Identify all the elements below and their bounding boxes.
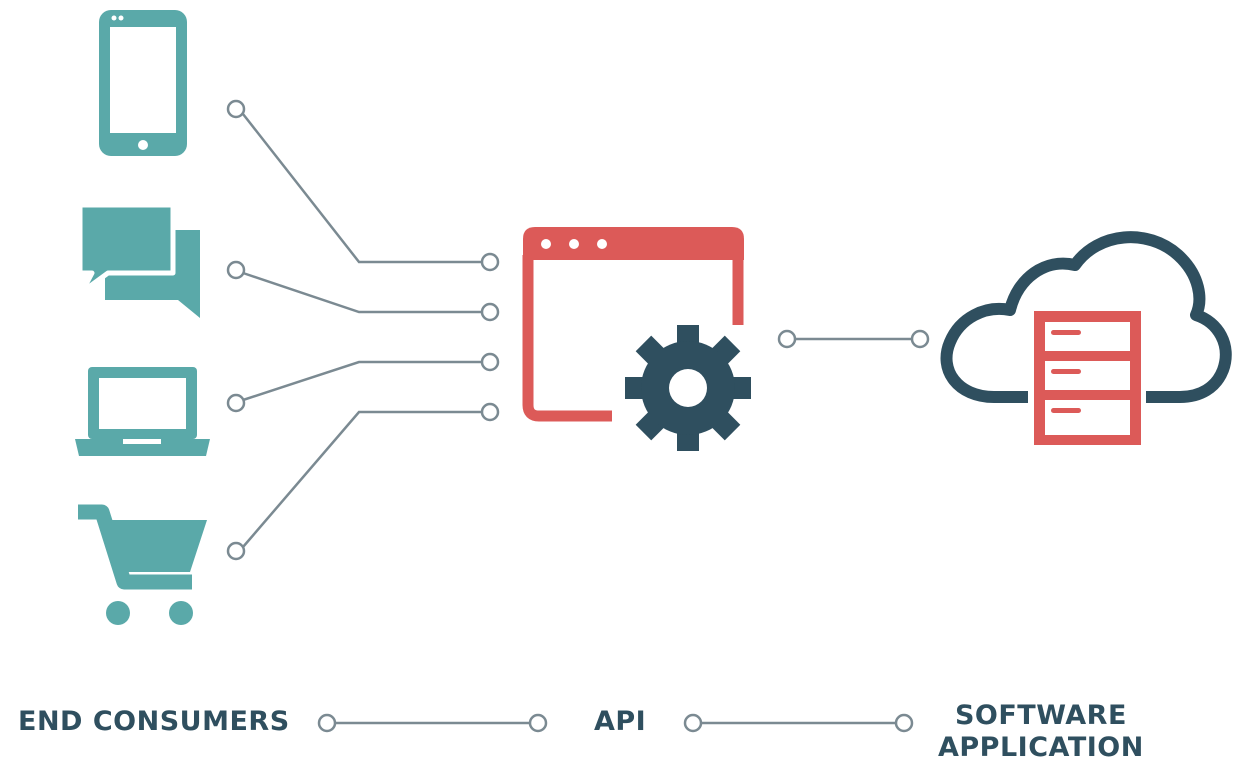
browser-window-icon	[522, 227, 744, 422]
connector-node	[226, 541, 246, 561]
connector-node	[683, 713, 703, 733]
gear-icon	[625, 325, 751, 451]
connector-node	[317, 713, 337, 733]
server-icon	[1034, 311, 1141, 445]
connector-node	[528, 713, 548, 733]
connector-node	[910, 329, 930, 349]
shopping-cart-icon	[78, 504, 207, 625]
chat-connector-line	[242, 271, 482, 314]
phone-connector-line	[242, 113, 482, 264]
consumer-to-api-connectors	[242, 113, 482, 548]
connector-node	[226, 260, 246, 280]
connector-node	[226, 99, 246, 119]
api-label: API	[594, 706, 647, 737]
api-to-application-connector	[777, 329, 930, 349]
cart-connector-line	[242, 410, 482, 548]
mobile-phone-icon	[99, 10, 187, 156]
laptop-icon	[75, 367, 210, 456]
consumer-connector-nodes	[226, 99, 500, 561]
chat-bubbles-icon	[77, 202, 200, 318]
legend-connector-left	[317, 713, 548, 733]
connector-node	[480, 252, 500, 272]
cloud-icon	[940, 231, 1232, 403]
laptop-connector-line	[242, 360, 482, 402]
connector-node	[777, 329, 797, 349]
connector-node	[226, 393, 246, 413]
end-consumers-label: END CONSUMERS	[18, 706, 290, 737]
software-label-line1: SOFTWARE	[954, 700, 1127, 731]
software-label-line2: APPLICATION	[938, 732, 1144, 763]
connector-node	[480, 352, 500, 372]
connector-node	[480, 302, 500, 322]
connector-node	[894, 713, 914, 733]
software-application-label: SOFTWARE APPLICATION	[938, 700, 1144, 764]
legend-connector-right	[683, 713, 914, 733]
connector-node	[480, 402, 500, 422]
